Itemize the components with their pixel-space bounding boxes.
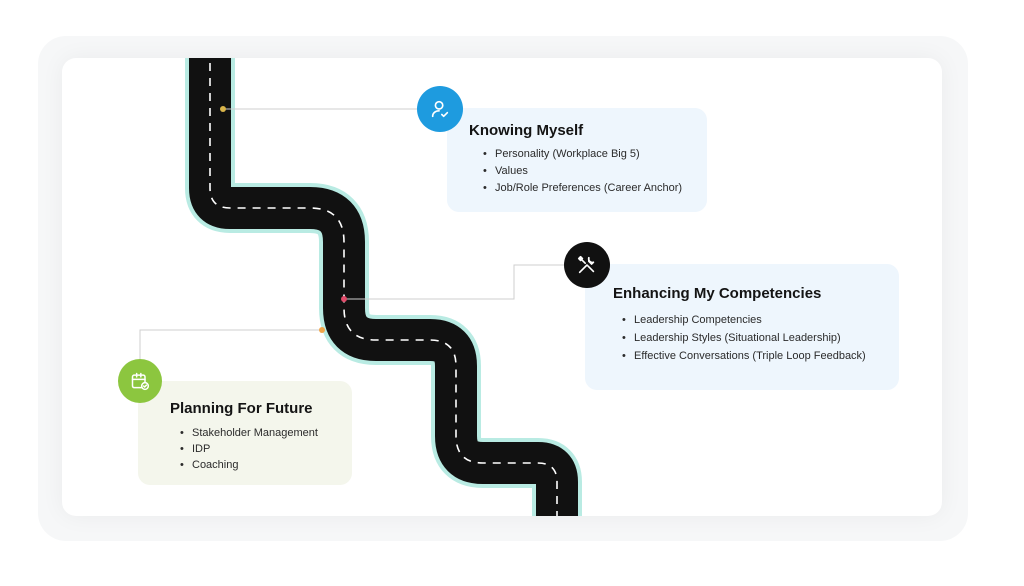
list-item: Effective Conversations (Triple Loop Fee… — [622, 350, 866, 362]
roadmap-card: Knowing Myself Personality (Workplace Bi… — [62, 58, 942, 516]
section-planning-future: Planning For Future Stakeholder Manageme… — [138, 381, 352, 485]
road-center-line — [209, 58, 558, 516]
list-item: Leadership Competencies — [622, 314, 866, 326]
list-item: Job/Role Preferences (Career Anchor) — [483, 182, 682, 194]
marker-planning — [319, 327, 325, 333]
list-item: Leadership Styles (Situational Leadershi… — [622, 332, 866, 344]
marker-enhancing — [341, 296, 347, 302]
list-item: Coaching — [180, 459, 318, 471]
section-title: Knowing Myself — [469, 122, 584, 139]
section-list: Leadership Competencies Leadership Style… — [622, 314, 866, 362]
list-item: Values — [483, 165, 682, 177]
list-item: Stakeholder Management — [180, 427, 318, 439]
connector-enhancing — [344, 264, 565, 300]
section-list: Personality (Workplace Big 5) Values Job… — [483, 148, 682, 194]
list-item: Personality (Workplace Big 5) — [483, 148, 682, 160]
section-title: Planning For Future — [170, 400, 313, 417]
section-knowing-myself: Knowing Myself Personality (Workplace Bi… — [447, 108, 707, 212]
section-title: Enhancing My Competencies — [613, 285, 822, 302]
tools-icon — [564, 242, 610, 288]
road-illustration — [139, 58, 582, 516]
list-item: IDP — [180, 443, 318, 455]
connector-planning — [139, 329, 322, 361]
marker-knowing — [220, 106, 226, 112]
section-list: Stakeholder Management IDP Coaching — [180, 427, 318, 471]
user-check-icon — [417, 86, 463, 132]
calendar-check-icon — [118, 359, 162, 403]
section-enhancing-competencies: Enhancing My Competencies Leadership Com… — [585, 264, 899, 390]
